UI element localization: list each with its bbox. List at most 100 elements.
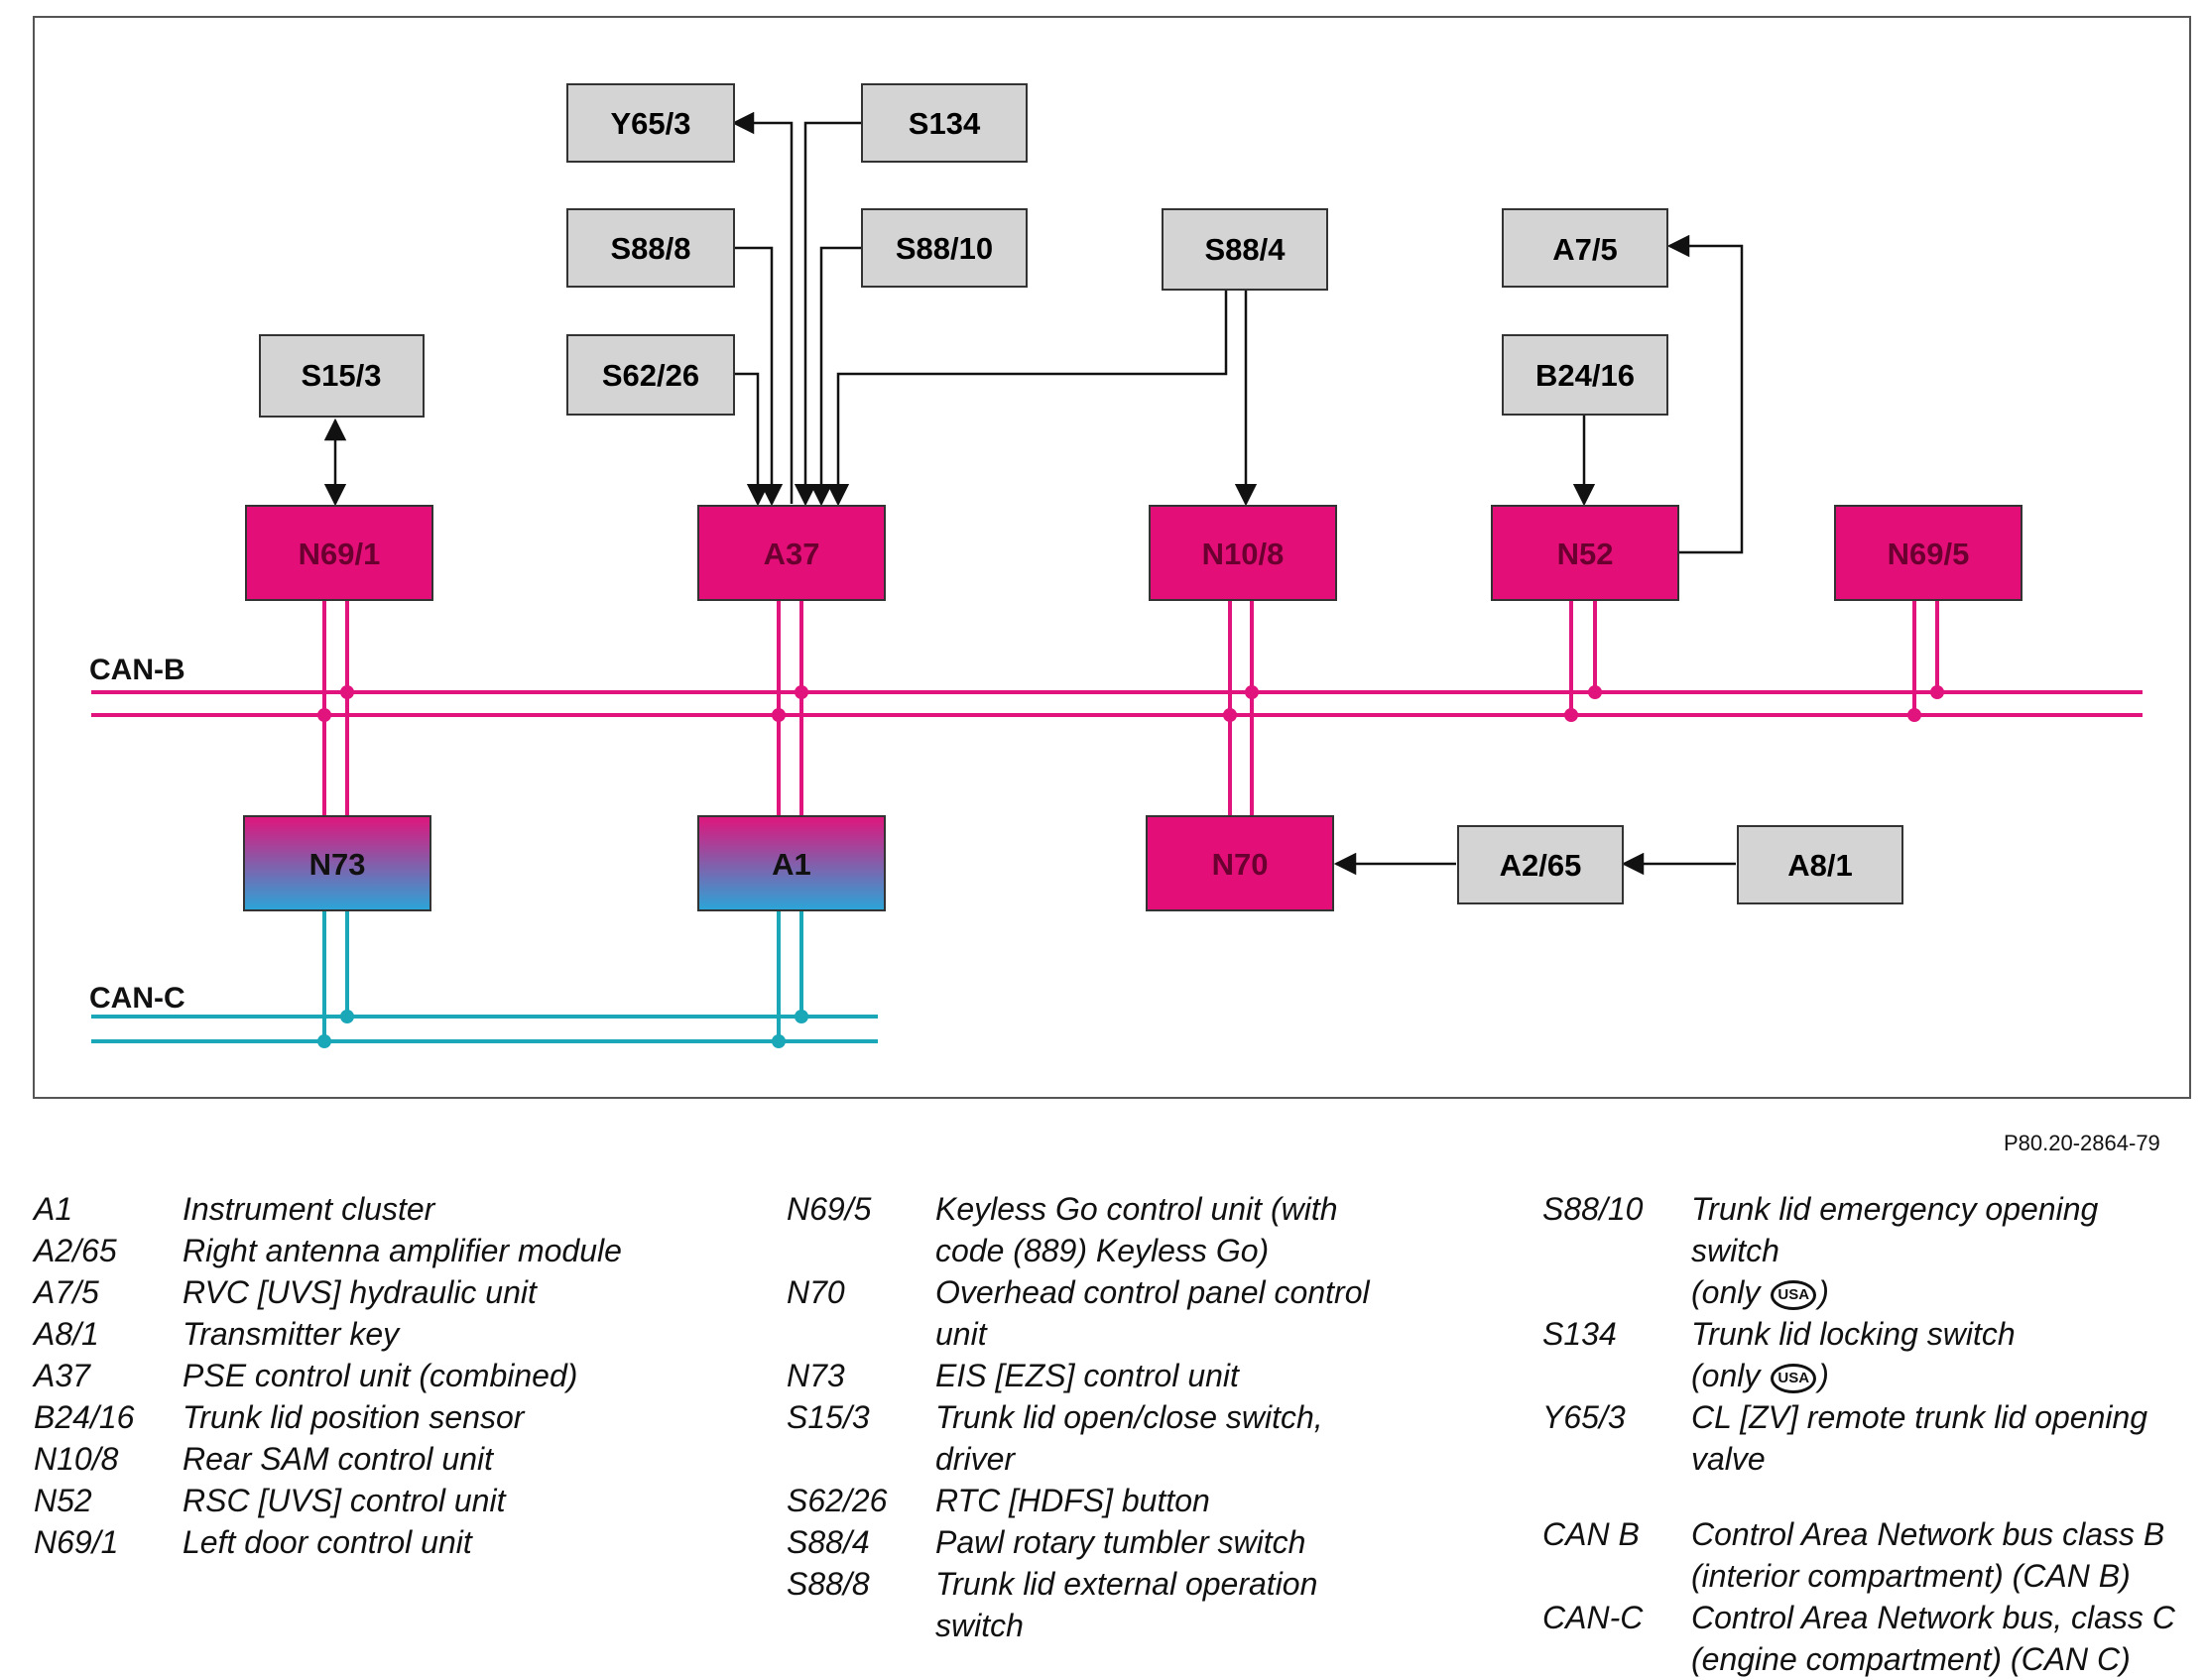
- box-s134: S134: [861, 83, 1028, 163]
- usa-badge-icon: USA: [1771, 1280, 1817, 1310]
- legend-abbr: N69/1: [34, 1524, 119, 1560]
- svg-text:S134: S134: [909, 106, 981, 141]
- legend-desc: RSC [UVS] control unit: [183, 1483, 506, 1518]
- svg-text:A37: A37: [764, 537, 820, 571]
- box-a37: A37: [697, 505, 886, 601]
- can-c-stubs: [322, 910, 803, 1041]
- legend-desc: Left door control unit: [183, 1524, 472, 1560]
- legend-desc: PSE control unit (combined): [183, 1358, 578, 1393]
- legend-desc: RTC [HDFS] button: [935, 1483, 1210, 1518]
- legend-column-3: S88/10 Trunk lid emergency opening switc…: [1542, 1188, 2202, 1680]
- signal-lines: [323, 111, 1744, 876]
- legend-item: CAN-C Control Area Network bus, class C …: [1542, 1597, 2202, 1680]
- legend-desc: Instrument cluster: [183, 1191, 435, 1227]
- can-c-bus: [91, 1015, 878, 1043]
- svg-text:N70: N70: [1212, 847, 1269, 882]
- legend-abbr: S15/3: [787, 1399, 870, 1435]
- svg-text:Y65/3: Y65/3: [610, 106, 690, 141]
- legend-item: CAN B Control Area Network bus class B (…: [1542, 1513, 2202, 1597]
- svg-text:S62/26: S62/26: [602, 358, 699, 393]
- legend-abbr: N73: [787, 1358, 845, 1393]
- box-n52: N52: [1491, 505, 1679, 601]
- legend-desc: Pawl rotary tumbler switch: [935, 1524, 1306, 1560]
- svg-text:A1: A1: [772, 847, 811, 882]
- network-diagram: CAN-B CAN-C: [33, 16, 2191, 1099]
- legend-abbr: A7/5: [34, 1274, 99, 1310]
- legend-abbr: A1: [34, 1191, 73, 1227]
- legend-abbr: N69/5: [787, 1191, 872, 1227]
- box-s88-8: S88/8: [566, 208, 735, 288]
- legend-abbr: B24/16: [34, 1399, 135, 1435]
- svg-text:S88/10: S88/10: [896, 231, 993, 266]
- legend-item: S88/4 Pawl rotary tumbler switch: [787, 1521, 1481, 1563]
- box-n69-1: N69/1: [245, 505, 433, 601]
- legend-abbr: S88/10: [1542, 1191, 1644, 1227]
- legend-desc: EIS [EZS] control unit: [935, 1358, 1239, 1393]
- legend-abbr: N70: [787, 1274, 845, 1310]
- svg-text:N73: N73: [309, 847, 366, 882]
- box-s62-26: S62/26: [566, 334, 735, 416]
- box-n73: N73: [243, 815, 431, 911]
- legend-desc: Trunk lid emergency opening switch (only…: [1691, 1191, 2099, 1310]
- legend-item: A8/1 Transmitter key: [34, 1313, 728, 1355]
- box-a2-65: A2/65: [1457, 825, 1624, 904]
- can-c-junctions: [317, 1010, 808, 1048]
- legend-item: N69/1 Left door control unit: [34, 1521, 728, 1563]
- legend-abbr: S88/8: [787, 1566, 870, 1602]
- svg-text:S88/4: S88/4: [1204, 232, 1286, 267]
- legend-desc: RVC [UVS] hydraulic unit: [183, 1274, 537, 1310]
- svg-text:N10/8: N10/8: [1202, 537, 1285, 571]
- legend-item: S88/10 Trunk lid emergency opening switc…: [1542, 1188, 2202, 1313]
- legend-item: A2/65 Right antenna amplifier module: [34, 1230, 728, 1271]
- can-b-label: CAN-B: [89, 654, 185, 686]
- svg-text:S15/3: S15/3: [301, 358, 381, 393]
- legend-item: A37 PSE control unit (combined): [34, 1355, 728, 1396]
- legend-abbr: Y65/3: [1542, 1399, 1626, 1435]
- legend-abbr: CAN-C: [1542, 1600, 1644, 1635]
- legend-abbr: S62/26: [787, 1483, 888, 1518]
- usa-badge-icon: USA: [1771, 1364, 1817, 1393]
- legend-desc: Control Area Network bus, class C (engin…: [1691, 1600, 2175, 1677]
- legend-desc: Transmitter key: [183, 1316, 400, 1352]
- legend-abbr: CAN B: [1542, 1516, 1640, 1552]
- box-n10-8: N10/8: [1149, 505, 1337, 601]
- legend-item: A1 Instrument cluster: [34, 1188, 728, 1230]
- legend-abbr: A8/1: [34, 1316, 99, 1352]
- legend-desc: Control Area Network bus class B (interi…: [1691, 1516, 2165, 1594]
- box-n69-5: N69/5: [1834, 505, 2022, 601]
- box-s88-4: S88/4: [1162, 208, 1328, 291]
- legend-abbr: A2/65: [34, 1233, 117, 1268]
- can-b-bus: [91, 690, 2143, 717]
- legend-abbr: S88/4: [787, 1524, 870, 1560]
- svg-text:B24/16: B24/16: [1535, 358, 1635, 393]
- legend-desc: Trunk lid locking switch (only USA): [1691, 1316, 2016, 1393]
- legend-item: S134 Trunk lid locking switch (only USA): [1542, 1313, 2202, 1396]
- svg-text:N69/1: N69/1: [299, 537, 381, 571]
- svg-text:A2/65: A2/65: [1500, 848, 1582, 883]
- box-a1: A1: [697, 815, 886, 911]
- svg-text:S88/8: S88/8: [610, 231, 690, 266]
- legend-abbr: A37: [34, 1358, 90, 1393]
- legend-item: S62/26 RTC [HDFS] button: [787, 1480, 1481, 1521]
- legend-column-1: A1 Instrument cluster A2/65 Right antenna …: [34, 1188, 728, 1563]
- box-s15-3: S15/3: [259, 334, 425, 418]
- legend-item: N73 EIS [EZS] control unit: [787, 1355, 1481, 1396]
- svg-text:N52: N52: [1557, 537, 1614, 571]
- box-a7-5: A7/5: [1502, 208, 1668, 288]
- box-s88-10: S88/10: [861, 208, 1028, 288]
- can-b-junctions: [317, 685, 1944, 722]
- svg-text:A8/1: A8/1: [1787, 848, 1852, 883]
- box-a8-1: A8/1: [1737, 825, 1903, 904]
- legend-desc: Right antenna amplifier module: [183, 1233, 622, 1268]
